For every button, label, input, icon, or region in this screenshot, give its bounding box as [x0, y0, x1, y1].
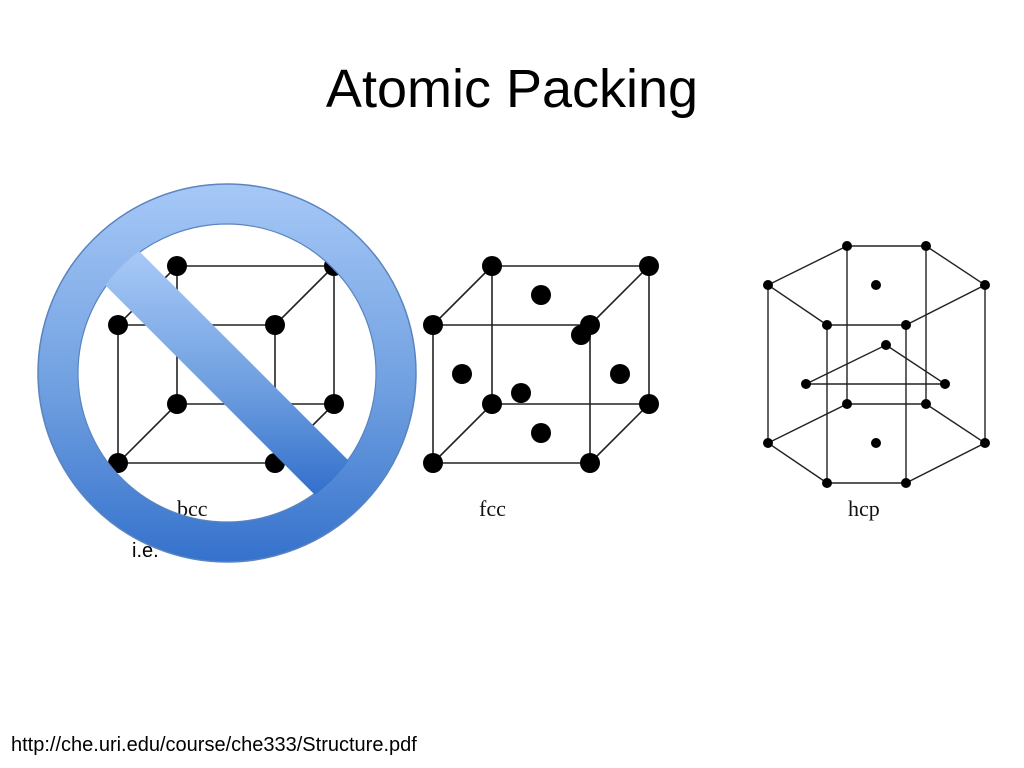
- fcc-unit-cell: [432, 265, 650, 464]
- slide-title: Atomic Packing: [325, 59, 699, 119]
- fcc-label: fcc: [479, 496, 506, 521]
- source-url: http://che.uri.edu/course/che333/Structu…: [11, 734, 417, 756]
- fcc-atoms: [423, 256, 659, 473]
- prohibition-slash: [93, 239, 361, 507]
- hcp-label: hcp: [848, 496, 880, 521]
- hcp-atoms: [763, 241, 990, 488]
